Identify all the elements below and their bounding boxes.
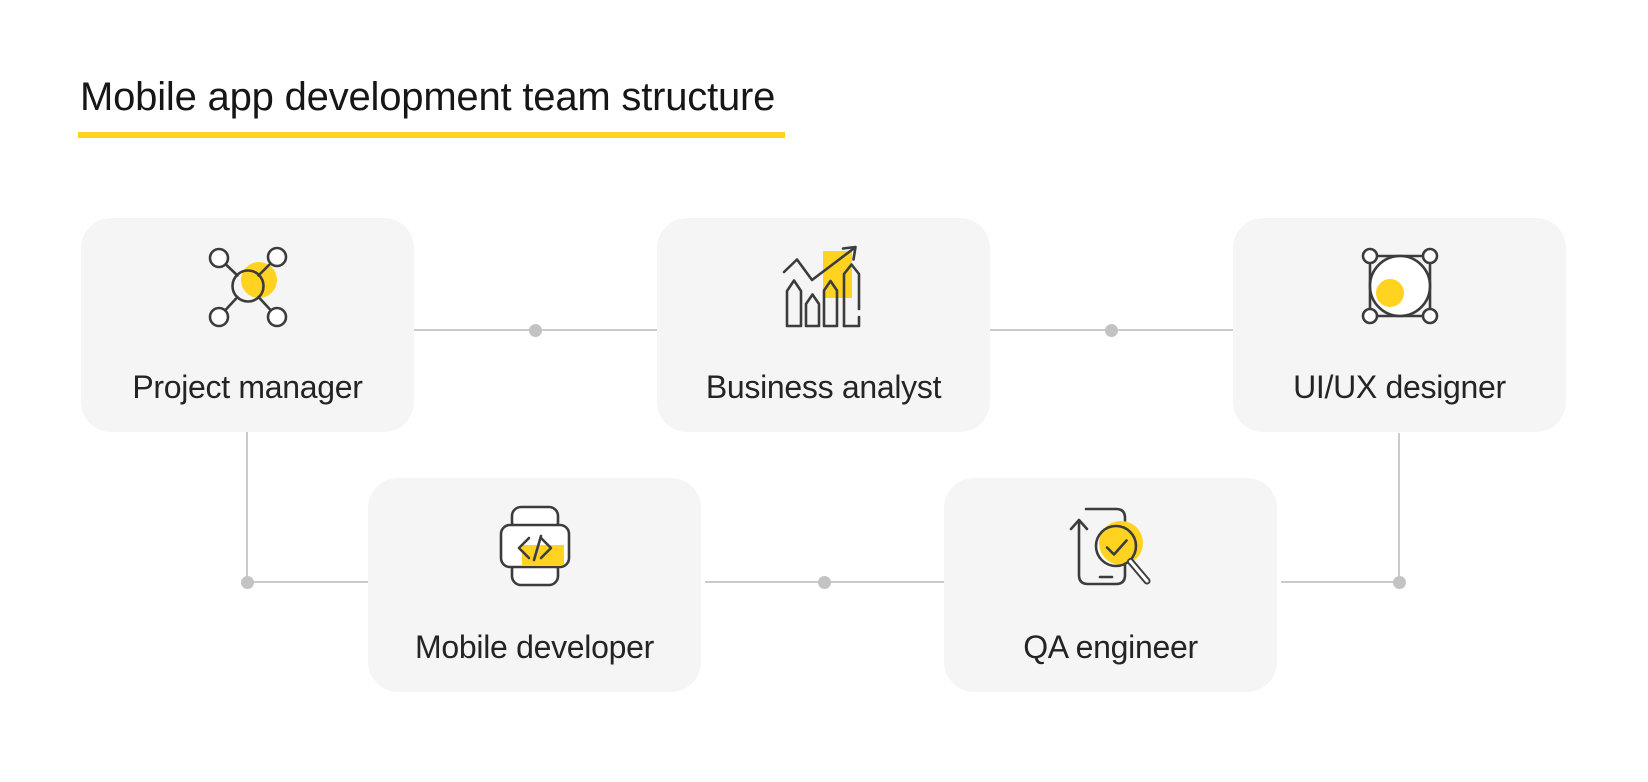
connector-dot <box>241 576 254 589</box>
vector-shape-icon <box>1361 247 1438 325</box>
icon-wrap <box>200 238 296 342</box>
connector-line <box>247 581 368 583</box>
connector-dot <box>529 324 542 337</box>
card-mobile-developer: Mobile developer <box>368 478 701 692</box>
connector-line <box>246 432 248 582</box>
title-underline <box>78 132 785 138</box>
card-uiux-designer: UI/UX designer <box>1233 218 1566 432</box>
icon-wrap <box>1063 498 1159 602</box>
connector-line <box>1281 581 1400 583</box>
connector-dot <box>818 576 831 589</box>
connector-line <box>1398 433 1400 582</box>
phone-magnifier-check-icon <box>1069 507 1150 586</box>
page-title: Mobile app development team structure <box>80 75 776 119</box>
icon-wrap <box>487 498 583 602</box>
card-label: QA engineer <box>1023 628 1198 665</box>
card-label: UI/UX designer <box>1293 368 1506 405</box>
connector-dot <box>1105 324 1118 337</box>
growth-chart-icon <box>782 245 860 328</box>
icon-wrap <box>776 238 872 342</box>
card-qa-engineer: QA engineer <box>944 478 1277 692</box>
card-label: Project manager <box>132 368 363 405</box>
connector-dot <box>1393 576 1406 589</box>
smartwatch-code-icon <box>499 505 570 587</box>
card-business-analyst: Business analyst <box>657 218 990 432</box>
network-nodes-icon <box>208 246 287 328</box>
card-label: Mobile developer <box>415 628 654 665</box>
icon-wrap <box>1352 238 1448 342</box>
card-label: Business analyst <box>705 368 942 405</box>
card-project-manager: Project manager <box>81 218 414 432</box>
